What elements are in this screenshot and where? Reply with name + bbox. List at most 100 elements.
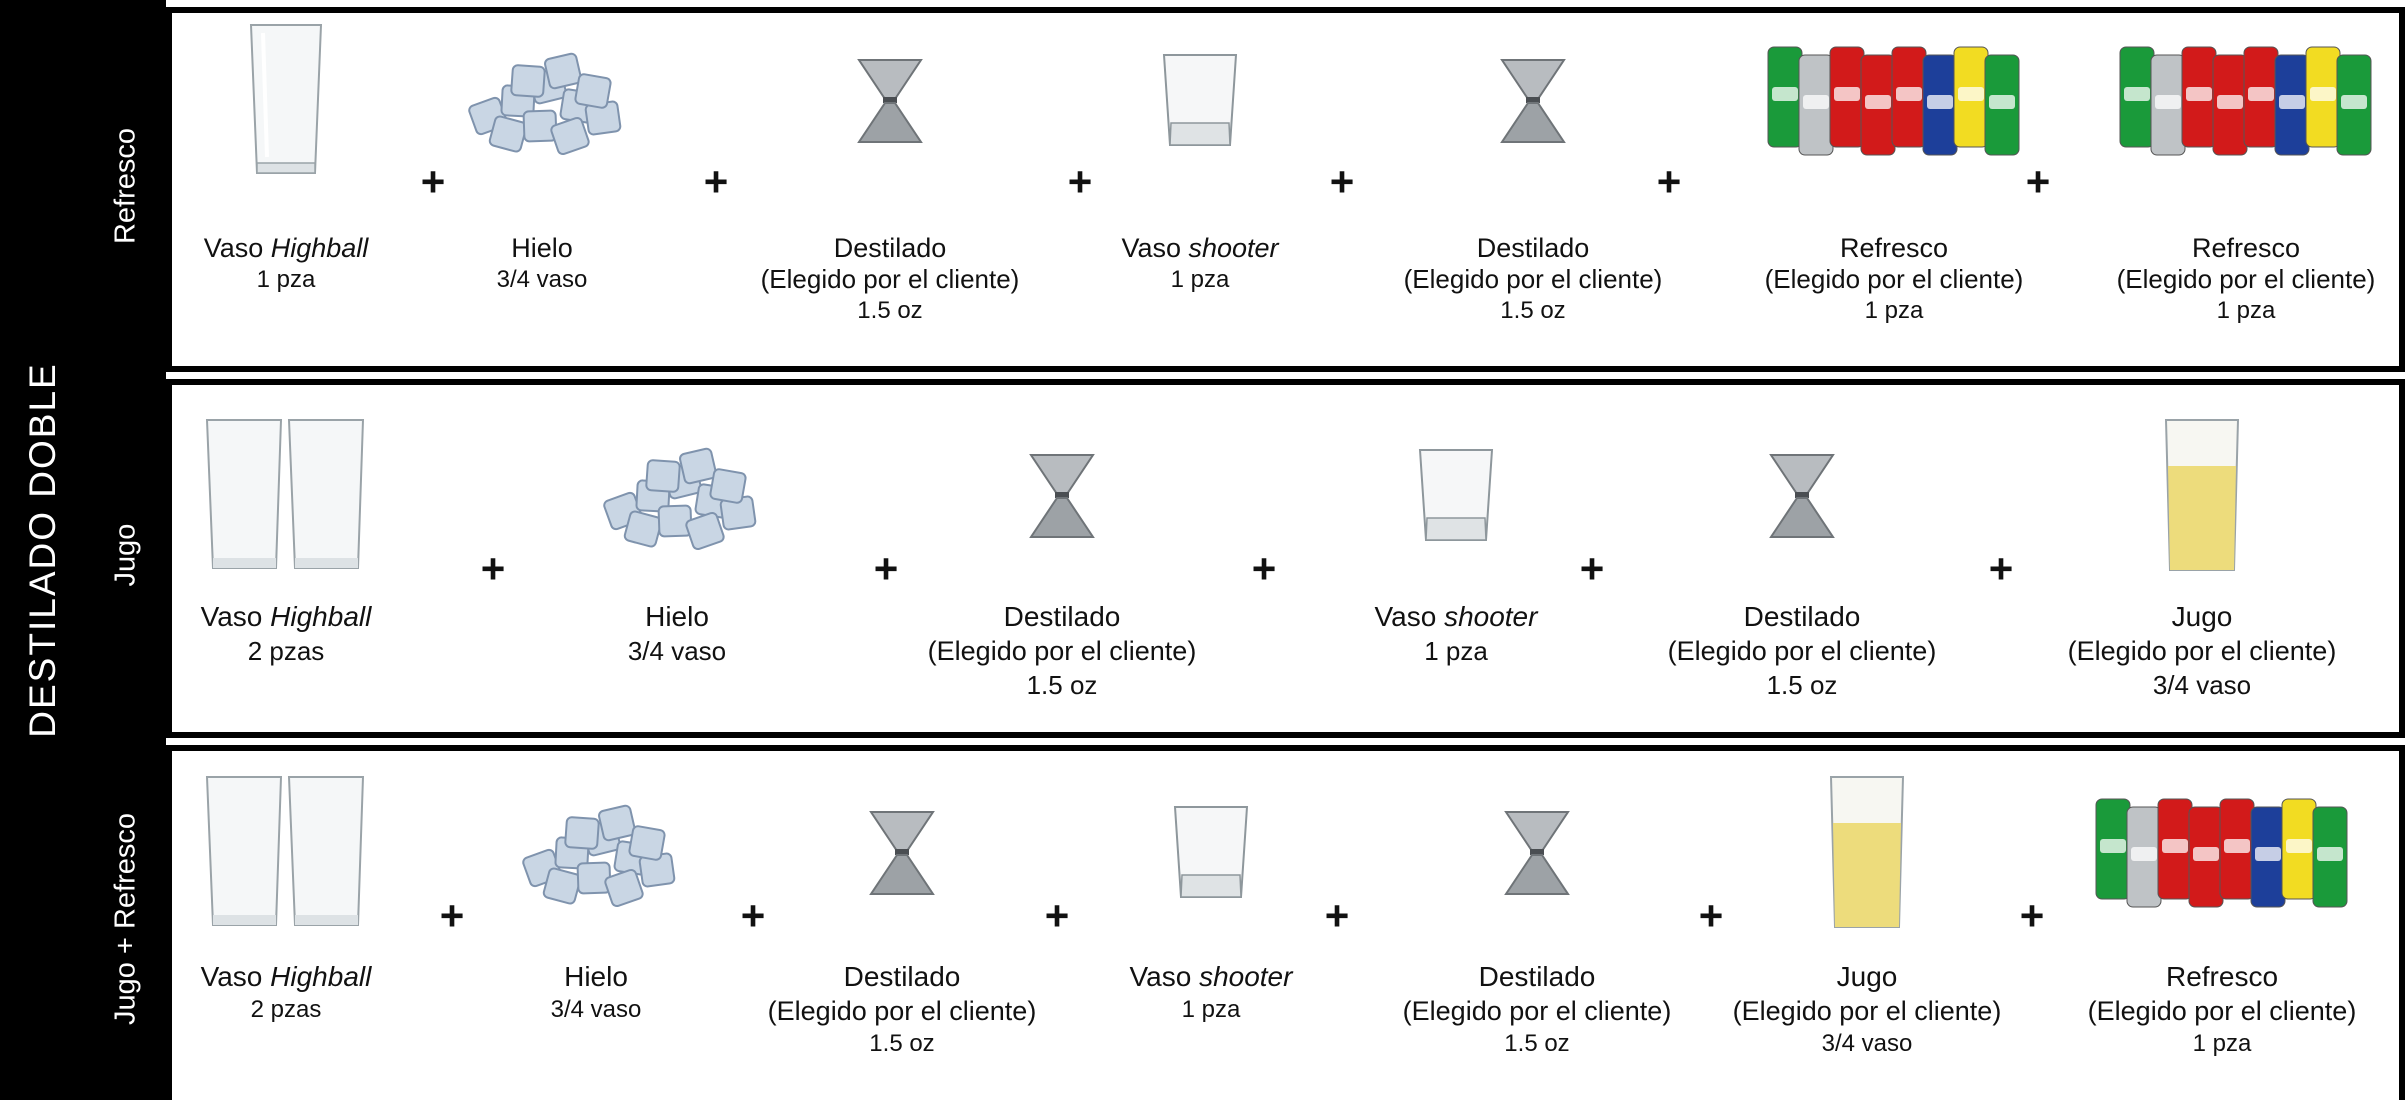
soda-cans-icon (2057, 768, 2387, 938)
ingredient-name: Jugo (1702, 960, 2032, 994)
ingredient-name-text: Jugo (1836, 961, 1898, 992)
plus-sign: + (1656, 158, 1682, 205)
ice-icon (512, 406, 842, 586)
ingredient-quantity: 1.5 oz (1766, 670, 1838, 700)
plus-sign: + (420, 158, 446, 205)
ingredient-item: Vaso Highball 2 pzas (121, 406, 451, 666)
shot-glass-icon (1035, 16, 1365, 186)
ingredient-name-text: Destilado (1476, 233, 1590, 263)
ingredient-note: (Elegido por el cliente) (767, 996, 1037, 1026)
ingredient-name: Refresco (2057, 960, 2387, 994)
ingredient-name-text: Vaso (200, 961, 271, 992)
ingredient-name-text: Destilado (833, 233, 947, 263)
recipe-panel (166, 745, 2405, 1100)
ingredient-name-text: Hielo (564, 961, 628, 992)
ingredient-name: Vaso Highball (121, 232, 451, 264)
plus-sign: + (1251, 545, 1277, 592)
plus-sign: + (439, 892, 465, 939)
ingredient-quantity: 1 pza (2192, 1030, 2252, 1057)
plus-sign: + (1329, 158, 1355, 205)
soda-cans-icon (1729, 16, 2059, 186)
ingredient-name-text: Vaso (1374, 601, 1445, 632)
plus-sign: + (1067, 158, 1093, 205)
ingredient-name: Vaso Highball (121, 960, 451, 994)
ingredient-name-italic: Highball (270, 233, 369, 263)
plus-sign: + (873, 545, 899, 592)
plus-sign: + (1324, 892, 1350, 939)
ingredient-item: Jugo(Elegido por el cliente) 3/4 vaso (2037, 406, 2367, 700)
highball-glass-icon (121, 16, 451, 186)
ingredient-item: Destilado(Elegido por el cliente)1.5 oz (897, 406, 1227, 700)
ingredient-name-text: Hielo (645, 601, 709, 632)
ingredient-name: Vaso shooter (1046, 960, 1376, 994)
ingredient-quantity: 3/4 vaso (496, 266, 588, 293)
main-title-bar: DESTILADO DOBLE (0, 0, 86, 1100)
ingredient-name: Destilado (1372, 960, 1702, 994)
ingredient-quantity: 1 pza (1864, 297, 1924, 324)
soda-cans-icon (2081, 16, 2405, 186)
ingredient-item: Jugo(Elegido por el cliente)3/4 vaso (1702, 768, 2032, 1057)
ingredient-quantity: 1 pza (2216, 297, 2276, 324)
ingredient-name-italic: shooter (1188, 233, 1279, 263)
recipe-panel (166, 379, 2405, 738)
ingredient-note: (Elegido por el cliente) (1667, 636, 1937, 666)
ingredient-name-text: Vaso (203, 233, 271, 263)
ingredient-name: Vaso shooter (1035, 232, 1365, 264)
ingredient-quantity: 2 pzas (247, 636, 325, 666)
ingredient-quantity: 1 pza (256, 266, 316, 293)
ingredient-note: (Elegido por el cliente) (1402, 996, 1672, 1026)
ingredient-note: (Elegido por el cliente) (2067, 636, 2337, 666)
ingredient-name-text: Destilado (1003, 601, 1121, 632)
ingredient-quantity: 3/4 vaso (550, 996, 642, 1023)
jigger-icon (725, 16, 1055, 186)
ingredient-name: Destilado (897, 600, 1227, 634)
plus-sign: + (703, 158, 729, 205)
plus-sign: + (2019, 892, 2045, 939)
ingredient-name: Jugo (2037, 600, 2367, 634)
ingredient-name: Destilado (1637, 600, 1967, 634)
ingredient-name: Destilado (737, 960, 1067, 994)
ingredient-quantity: 2 pzas (250, 996, 322, 1023)
ingredient-quantity: 1.5 oz (857, 297, 923, 324)
section-label-bar: Jugo + Refresco (86, 738, 166, 1100)
jigger-icon (737, 768, 1067, 938)
ingredient-name: Destilado (1368, 232, 1698, 264)
ingredient-name-italic: shooter (1199, 961, 1293, 992)
ingredient-quantity: 1 pza (1170, 266, 1230, 293)
juice-glass-icon (1702, 768, 2032, 938)
ingredient-name-italic: Highball (270, 601, 372, 632)
ingredient-item: Refresco(Elegido por el cliente)1 pza (2057, 768, 2387, 1057)
plus-sign: + (2025, 158, 2051, 205)
ingredient-name: Hielo (377, 232, 707, 264)
ingredient-name-text: Hielo (511, 233, 573, 263)
ingredient-name-text: Destilado (1478, 961, 1596, 992)
ingredient-note: (Elegido por el cliente) (1764, 264, 2024, 294)
juice-glass-icon (2037, 406, 2367, 586)
section-label-bar: Jugo (86, 372, 166, 738)
ingredient-name: Hielo (512, 600, 842, 634)
ingredient-note: (Elegido por el cliente) (1732, 996, 2002, 1026)
ingredient-quantity: 3/4 vaso (2152, 670, 2252, 700)
plus-sign: + (740, 892, 766, 939)
ice-icon (431, 768, 761, 938)
ingredient-quantity: 1 pza (1424, 636, 1488, 666)
ingredient-quantity: 1.5 oz (1504, 1030, 1570, 1057)
ingredient-name: Refresco (1729, 232, 2059, 264)
shot-glass-icon (1046, 768, 1376, 938)
ingredient-item: Destilado(Elegido por el cliente)1.5 oz (737, 768, 1067, 1057)
ingredient-note: (Elegido por el cliente) (760, 264, 1020, 294)
plus-sign: + (1579, 545, 1605, 592)
ingredient-item: Destilado (Elegido por el cliente) 1.5 oz (1372, 768, 1702, 1057)
plus-sign: + (1988, 545, 2014, 592)
ingredient-name-text: Vaso (200, 601, 271, 632)
plus-sign: + (1044, 892, 1070, 939)
